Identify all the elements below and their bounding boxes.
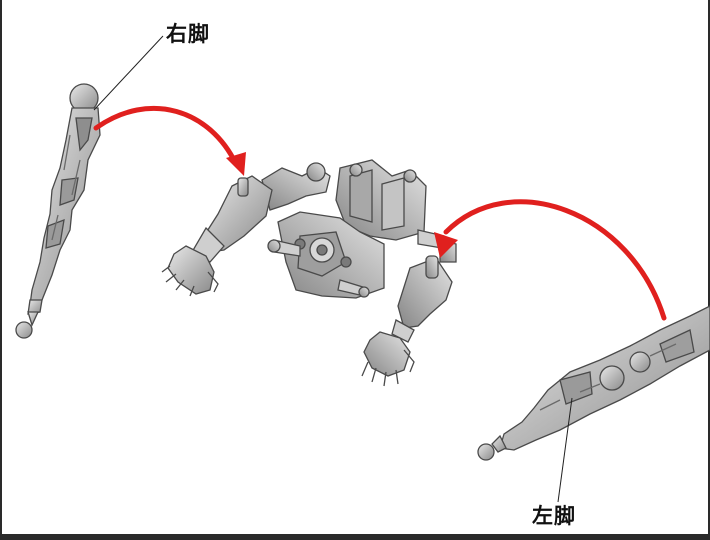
left-leg-part [477,305,710,461]
right-leg-leader-line [93,35,164,111]
curved-arrow-icon [443,199,667,321]
frame-border-right [708,0,710,540]
torso-assembly-part [261,159,445,299]
frame-border-bottom [0,534,710,540]
left-leg-leader-line [557,397,573,503]
right-leg-part [15,83,101,339]
left-leg-label: 左脚 [532,504,576,528]
arrowhead-right-icon [226,152,246,176]
left-arm-part [361,239,457,387]
arrowhead-left-icon [434,232,458,258]
curved-arrow-icon [93,105,239,167]
right-leg-label: 右脚 [166,22,210,46]
frame-border-left [0,0,2,540]
right-arm-part [161,175,273,297]
